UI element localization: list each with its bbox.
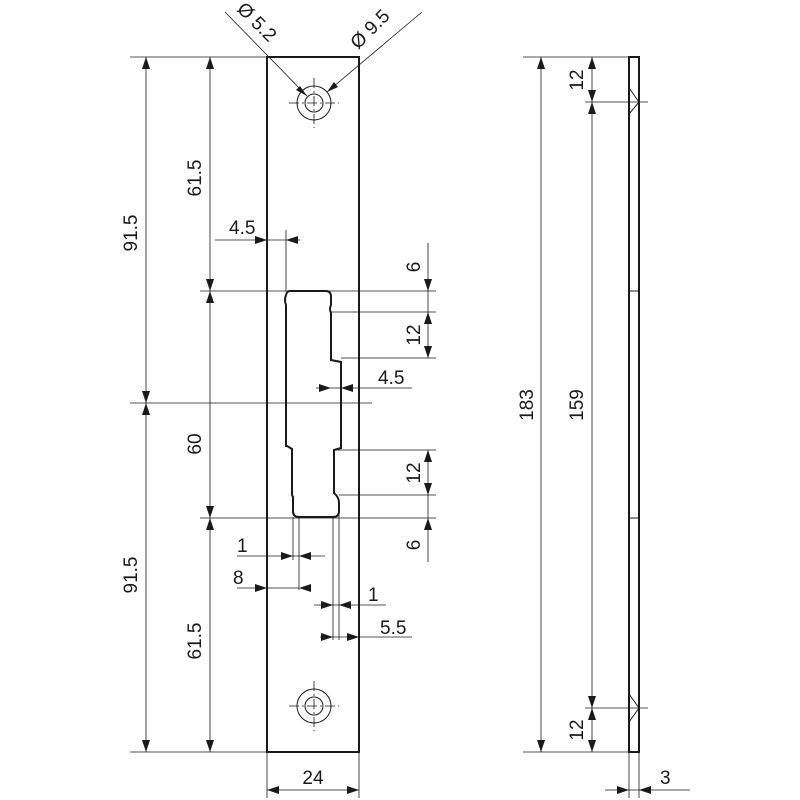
slot-height-dimension: 60 — [185, 433, 206, 454]
counterbore-diameter-leader — [326, 11, 423, 93]
bottom-left-step-dimension: 1 — [237, 536, 248, 557]
bottom-screw-hole — [289, 681, 339, 731]
bottom-step-height-dimension: 12 — [404, 462, 425, 483]
latch-slot-outline — [284, 290, 342, 518]
bottom-notch-depth-dimension: 6 — [404, 540, 425, 551]
side-bottom-bevel-dimension: 12 — [567, 719, 588, 740]
side-view: 183 12 159 12 3 — [517, 56, 690, 798]
upper-hole-to-slot-dimension: 61.5 — [185, 160, 206, 197]
plate-width-dimension: 24 — [302, 768, 324, 789]
slot-width-dimension: 8 — [233, 568, 244, 589]
front-dimension-lines — [142, 57, 432, 794]
slot-left-offset-dimension: 4.5 — [229, 218, 255, 239]
right-offset-dimension: 5.5 — [380, 618, 406, 639]
bottom-right-step-dimension: 1 — [368, 585, 379, 606]
top-screw-hole — [289, 78, 339, 128]
upper-total-dimension: 91.5 — [121, 215, 142, 252]
lower-hole-to-slot-dimension: 61.5 — [185, 623, 206, 660]
side-inner-length-dimension: 159 — [567, 389, 588, 421]
step-width-dimension: 4.5 — [378, 368, 404, 389]
front-view: Ø 5.2 Ø 9.5 — [121, 0, 436, 798]
top-step-height-dimension: 12 — [404, 324, 425, 345]
top-notch-depth-dimension: 6 — [404, 262, 425, 273]
lower-total-dimension: 91.5 — [121, 557, 142, 594]
side-profile-outline — [628, 56, 640, 753]
hole-diameter-leader — [224, 11, 308, 97]
side-dimension-lines — [537, 57, 690, 794]
side-top-bevel-dimension: 12 — [567, 69, 588, 90]
hole-diameter-label: Ø 5.2 — [232, 0, 280, 46]
thickness-dimension: 3 — [660, 768, 671, 789]
strike-plate-outline — [266, 56, 360, 753]
counterbore-diameter-label: Ø 9.5 — [347, 6, 395, 54]
side-total-length-dimension: 183 — [517, 389, 538, 421]
